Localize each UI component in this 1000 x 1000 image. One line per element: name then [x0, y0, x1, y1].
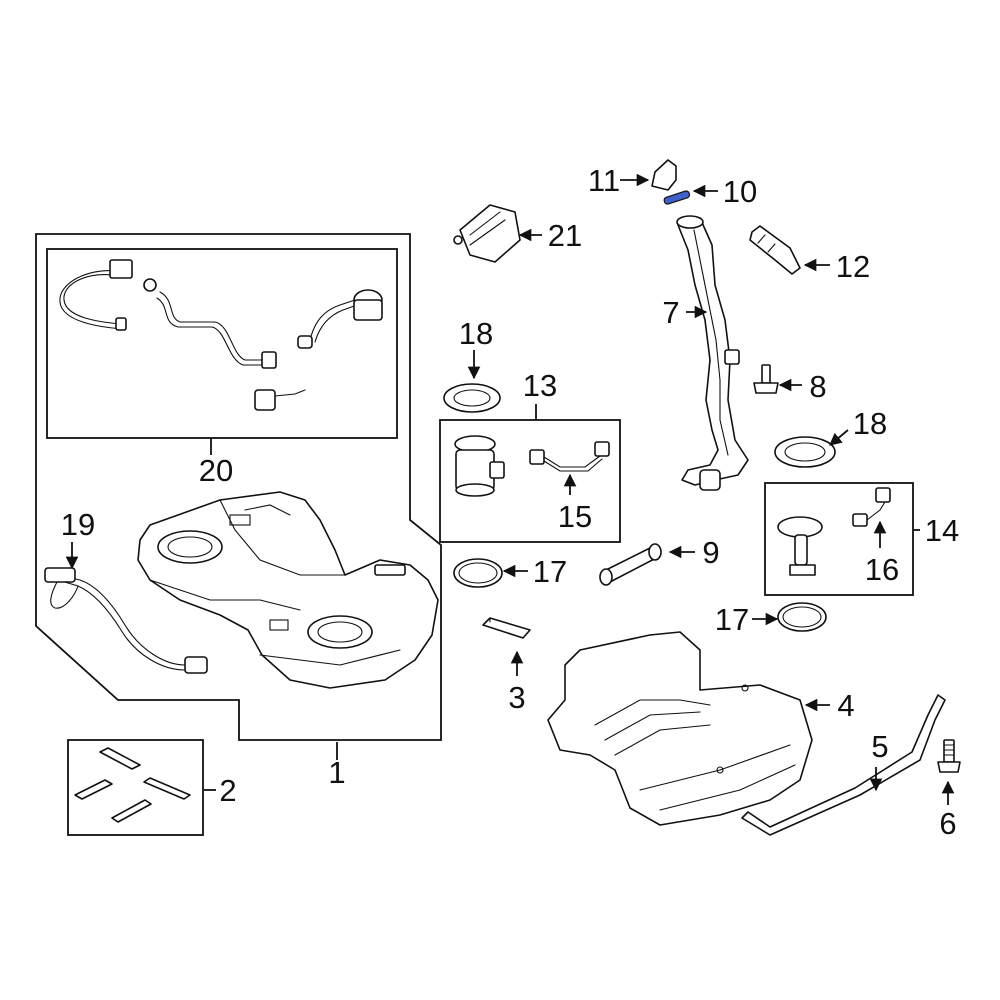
- part-13-fuel-pump-module[interactable]: [454, 435, 505, 497]
- part-18-lock-ring-right[interactable]: [774, 436, 836, 468]
- callout-17-right: 17: [715, 602, 749, 637]
- callout-15: 15: [558, 499, 592, 534]
- part-1-fuel-tank[interactable]: [137, 491, 439, 689]
- part-10-o-ring-highlighted[interactable]: [663, 190, 691, 205]
- callout-21: 21: [548, 218, 582, 253]
- callout-18-left: 18: [459, 316, 493, 351]
- callout-19: 19: [61, 507, 95, 542]
- callout-12: 12: [836, 249, 870, 284]
- part-12-fuel-nozzle-insert[interactable]: [749, 225, 801, 275]
- part-18-lock-ring-left[interactable]: [443, 383, 501, 413]
- callout-18-right: 18: [853, 406, 887, 441]
- callout-17-left: 17: [533, 554, 567, 589]
- part-6-strap-bolt[interactable]: [937, 739, 961, 773]
- part-15-pump-wiring-harness[interactable]: [529, 441, 610, 472]
- callout-8: 8: [809, 369, 826, 404]
- part-17-gasket-right[interactable]: [777, 602, 827, 632]
- part-17-gasket-left[interactable]: [453, 558, 503, 588]
- part-21-control-module[interactable]: [453, 204, 521, 263]
- callout-4: 4: [837, 688, 854, 723]
- leader-lines: [65, 173, 955, 805]
- wiring-harness-group-box: [46, 248, 398, 439]
- part-20-vent-hose-harness[interactable]: [59, 259, 383, 411]
- callout-5: 5: [871, 729, 888, 764]
- part-3-insulator-pad[interactable]: [482, 617, 531, 639]
- gasket-set-group-box: [67, 739, 204, 836]
- part-14-fuel-level-sender[interactable]: [777, 516, 823, 576]
- part-11-filler-cap[interactable]: [651, 159, 677, 191]
- callout-13: 13: [523, 368, 557, 403]
- sender-unit-group-box: [764, 482, 914, 596]
- callout-9: 9: [702, 535, 719, 570]
- callout-20: 20: [199, 453, 233, 488]
- fuel-pump-module-group-box: [439, 419, 621, 543]
- part-7-filler-pipe[interactable]: [676, 215, 749, 491]
- part-16-sender-wiring[interactable]: [852, 487, 891, 527]
- callout-11: 11: [588, 163, 620, 198]
- callout-3: 3: [508, 680, 525, 715]
- callout-16: 16: [865, 552, 899, 587]
- part-5-tank-strap[interactable]: [741, 694, 946, 836]
- callout-10: 10: [723, 174, 757, 209]
- callout-1: 1: [328, 755, 345, 790]
- tank-assembly-group-outline: [35, 233, 442, 741]
- part-2-gasket-strips[interactable]: [74, 747, 191, 823]
- callout-6: 6: [939, 806, 956, 841]
- callout-2: 2: [219, 773, 236, 808]
- part-9-filler-hose[interactable]: [599, 543, 662, 586]
- callout-14: 14: [925, 513, 959, 548]
- part-8-bolt[interactable]: [753, 364, 779, 394]
- part-4-heat-shield[interactable]: [547, 631, 813, 826]
- callout-7: 7: [662, 295, 679, 330]
- callout-labels: 1 2 3 4 5 6 7 8 9 10 11 12 13 14 15 16 1…: [61, 163, 959, 841]
- part-19-vapor-line[interactable]: [44, 567, 208, 674]
